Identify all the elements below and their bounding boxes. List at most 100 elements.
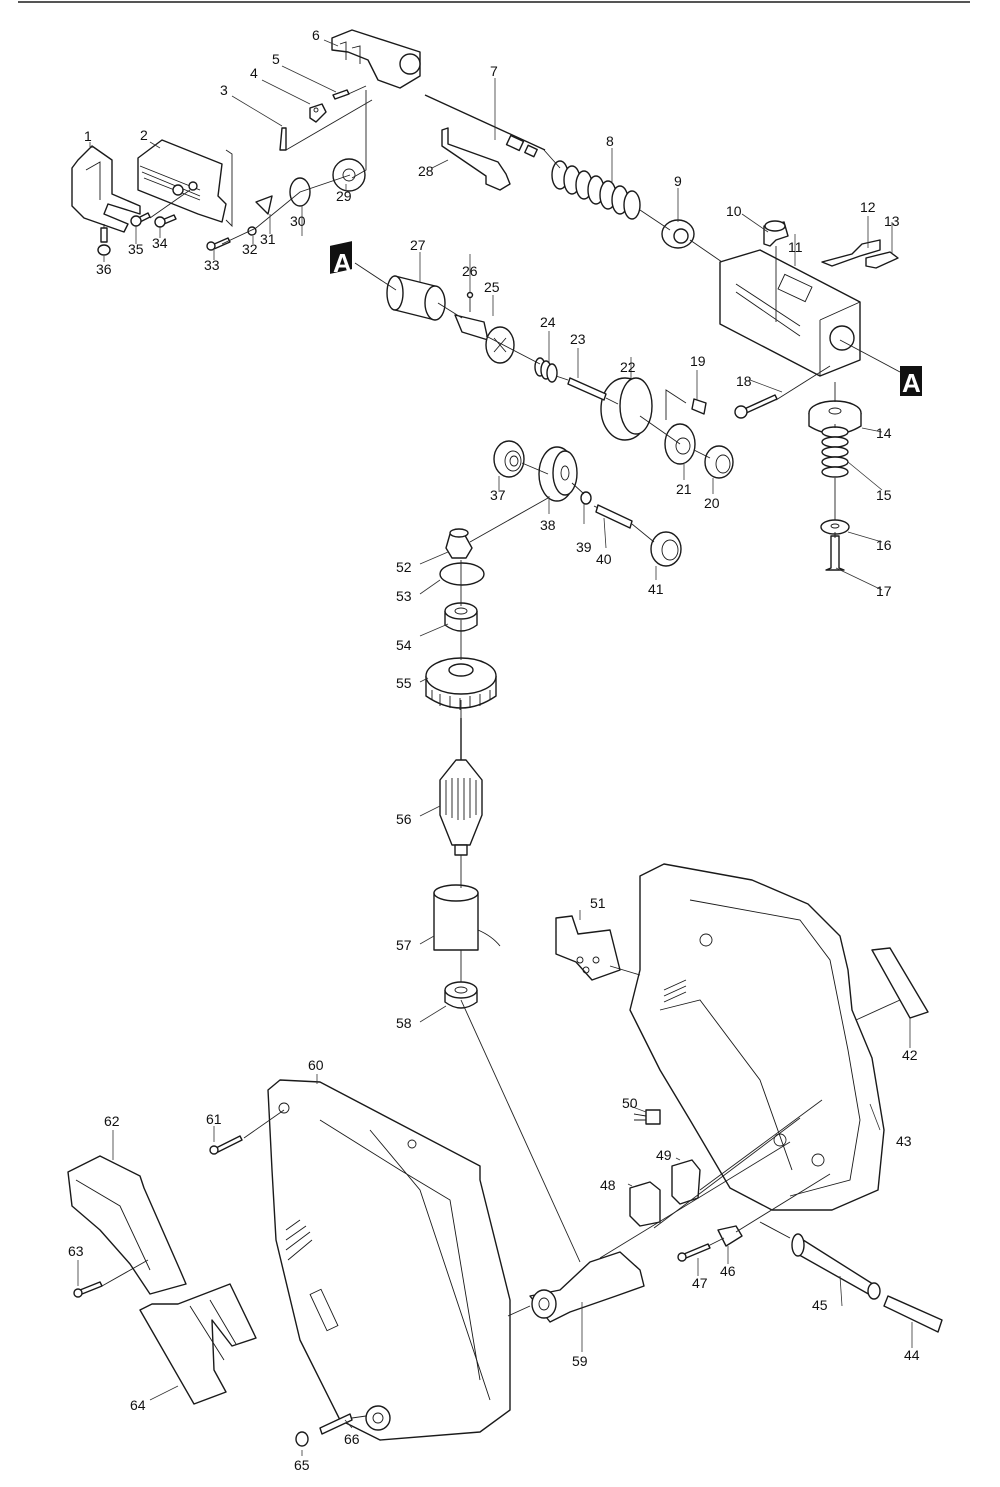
- part-57-field-stator: [433, 884, 501, 951]
- label-part-32: 32: [242, 241, 258, 257]
- part-12-plate: [821, 239, 881, 267]
- part-18-bolt: [734, 394, 778, 419]
- part-labels: 1 2 3 4 5 6 7 8 9 10 11 12 13 14 15 16 1…: [68, 27, 920, 1473]
- label-part-4: 4: [250, 65, 258, 81]
- part-46-strain-relief: [717, 1225, 743, 1247]
- part-16-washer: [820, 519, 850, 535]
- label-part-61: 61: [206, 1111, 222, 1127]
- part-51-switch: [555, 915, 621, 981]
- part-62-trigger-frame: [67, 1155, 187, 1295]
- label-part-26: 26: [462, 263, 478, 279]
- part-24-spring: [534, 357, 558, 383]
- label-part-3: 3: [220, 82, 228, 98]
- label-part-34: 34: [152, 235, 168, 251]
- part-58-bearing: [444, 981, 478, 1009]
- label-part-52: 52: [396, 559, 412, 575]
- label-part-43: 43: [896, 1133, 912, 1149]
- label-part-28: 28: [418, 163, 434, 179]
- label-part-15: 15: [876, 487, 892, 503]
- label-part-45: 45: [812, 1297, 828, 1313]
- part-60-housing-half: [267, 1079, 511, 1441]
- label-part-39: 39: [576, 539, 592, 555]
- label-part-18: 18: [736, 373, 752, 389]
- part-37-bearing: [493, 440, 525, 478]
- label-part-21: 21: [676, 481, 692, 497]
- label-part-49: 49: [656, 1147, 672, 1163]
- label-part-37: 37: [490, 487, 506, 503]
- part-10-knob: [763, 220, 789, 247]
- label-part-57: 57: [396, 937, 412, 953]
- part-28-lever-arm: [441, 127, 511, 191]
- label-part-63: 63: [68, 1243, 84, 1259]
- part-6-slider-housing: [331, 29, 421, 89]
- part-1-bracket: [71, 145, 141, 233]
- label-part-48: 48: [600, 1177, 616, 1193]
- part-7-rod: [424, 94, 546, 158]
- part-35-screw: [130, 212, 151, 227]
- label-part-27: 27: [410, 237, 426, 253]
- part-36-screw: [97, 227, 111, 256]
- part-4-lever: [309, 103, 327, 123]
- svg-text:A: A: [333, 248, 352, 278]
- label-part-47: 47: [692, 1275, 708, 1291]
- label-part-6: 6: [312, 27, 320, 43]
- label-part-29: 29: [336, 188, 352, 204]
- label-part-9: 9: [674, 173, 682, 189]
- part-13-spring-clip: [865, 251, 899, 269]
- label-part-8: 8: [606, 133, 614, 149]
- reference-mark-a-right: A: [900, 366, 922, 398]
- part-65-cap: [295, 1431, 309, 1447]
- part-9-washer: [661, 219, 695, 249]
- label-part-64: 64: [130, 1397, 146, 1413]
- assembly-lines: [101, 85, 901, 1419]
- label-part-60: 60: [308, 1057, 324, 1073]
- label-part-51: 51: [590, 895, 606, 911]
- part-38-gear: [538, 446, 578, 502]
- label-part-16: 16: [876, 537, 892, 553]
- part-31-clamp-piece: [255, 195, 273, 215]
- part-11-guide-housing: [719, 249, 861, 377]
- label-part-35: 35: [128, 241, 144, 257]
- part-41-bearing: [650, 531, 682, 567]
- part-40-pinion: [595, 504, 633, 529]
- part-23-shaft: [567, 377, 607, 401]
- label-part-7: 7: [490, 63, 498, 79]
- part-17-screw: [825, 535, 845, 571]
- part-15-spring: [821, 426, 849, 478]
- svg-text:A: A: [902, 368, 921, 398]
- label-part-33: 33: [204, 257, 220, 273]
- part-53-o-ring: [439, 562, 485, 586]
- part-61-screw: [209, 1135, 243, 1155]
- part-3-clip: [279, 127, 287, 151]
- part-55-large-gear: [425, 657, 497, 710]
- label-part-40: 40: [596, 551, 612, 567]
- label-part-66: 66: [344, 1431, 360, 1447]
- label-part-5: 5: [272, 51, 280, 67]
- part-42-label-plate: [871, 947, 929, 1019]
- label-part-1: 1: [84, 128, 92, 144]
- part-39-ring: [580, 491, 592, 505]
- label-part-31: 31: [260, 231, 276, 247]
- label-part-44: 44: [904, 1347, 920, 1363]
- label-part-24: 24: [540, 314, 556, 330]
- part-8-spring: [551, 160, 641, 220]
- label-part-42: 42: [902, 1047, 918, 1063]
- part-26-ball: [466, 291, 474, 299]
- part-25-cam-shaft: [454, 314, 515, 364]
- label-part-23: 23: [570, 331, 586, 347]
- label-part-46: 46: [720, 1263, 736, 1279]
- part-27-sleeve: [386, 275, 446, 321]
- part-14-adjust-wheel: [808, 400, 862, 435]
- part-63-screw: [73, 1281, 103, 1298]
- part-19-pin: [691, 398, 707, 415]
- label-part-54: 54: [396, 637, 412, 653]
- label-part-59: 59: [572, 1353, 588, 1369]
- part-50-capacitor: [633, 1109, 661, 1125]
- label-part-25: 25: [484, 279, 500, 295]
- part-48-brush-cap: [629, 1181, 661, 1227]
- label-part-20: 20: [704, 495, 720, 511]
- label-part-22: 22: [620, 359, 636, 375]
- part-64-hook-bracket: [139, 1283, 257, 1405]
- part-66-spring-screw: [319, 1413, 353, 1435]
- part-34-screw: [154, 214, 177, 228]
